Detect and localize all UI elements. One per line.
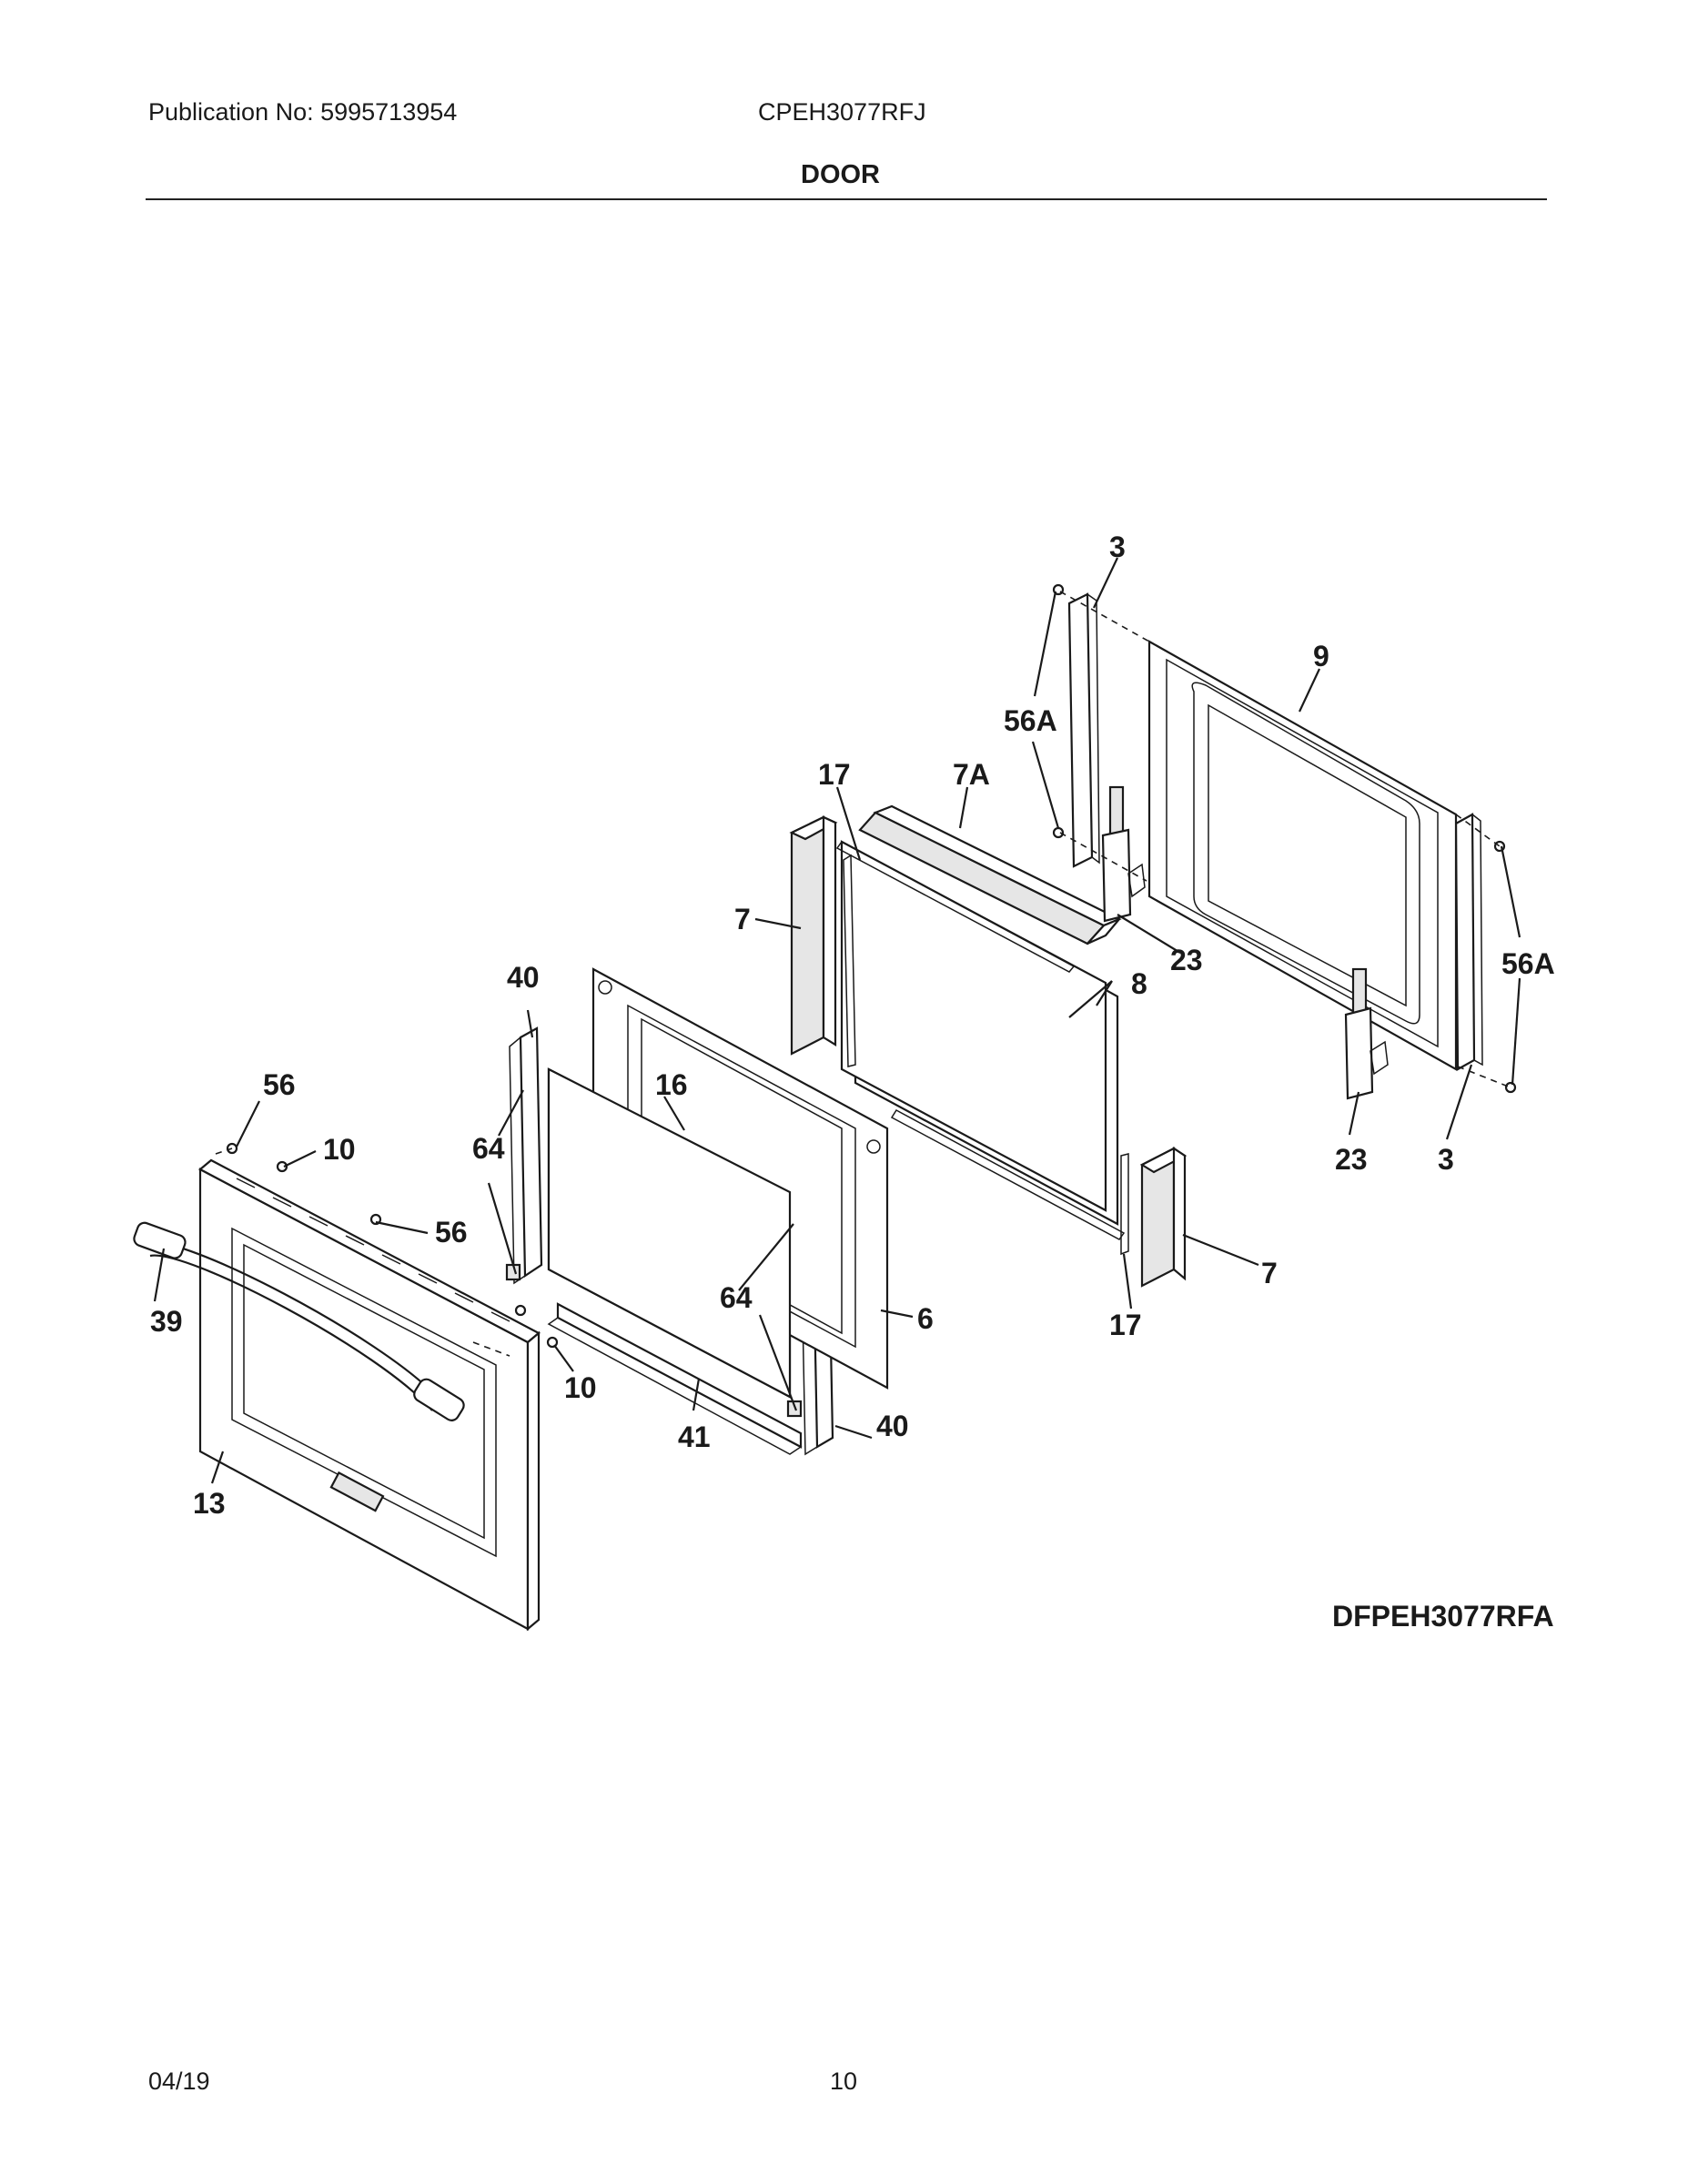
hinge-bottom <box>1344 967 1389 1100</box>
header-rule <box>146 198 1547 200</box>
bottom-channel <box>547 1302 803 1455</box>
callout-17-top: 17 <box>818 758 851 791</box>
callout-13: 13 <box>193 1487 226 1520</box>
callout-40-top: 40 <box>507 961 540 994</box>
callout-17-bottom: 17 <box>1109 1309 1142 1341</box>
insulation-block-right <box>1139 1146 1188 1288</box>
publication-number: Publication No: 5995713954 <box>148 98 458 126</box>
leader-lines <box>153 557 1521 1484</box>
callout-56-mid: 56 <box>435 1216 468 1249</box>
callout-23-bottom: 23 <box>1335 1143 1368 1176</box>
callout-10-bottom: 10 <box>564 1371 597 1404</box>
inner-door-liner <box>1147 640 1458 1071</box>
insulation-bar-7A <box>858 804 1122 945</box>
callout-64-left: 64 <box>472 1132 505 1165</box>
callout-labels: 3 9 56A 17 7A 7 23 8 56A 40 56 10 16 64 … <box>150 531 1555 1520</box>
publication-date: 04/19 <box>148 2068 210 2095</box>
page-number: 10 <box>830 2068 858 2095</box>
outer-door-panel <box>198 1158 541 1632</box>
callout-7-right: 7 <box>1261 1257 1278 1289</box>
callout-40-bottom: 40 <box>876 1410 909 1442</box>
section-title: DOOR <box>801 160 880 189</box>
gasket-17 <box>835 841 1126 1240</box>
door-handle <box>133 1221 465 1421</box>
model-number: CPEH3077RFJ <box>758 98 926 126</box>
callout-39: 39 <box>150 1305 183 1338</box>
callout-56-top: 56 <box>263 1068 296 1101</box>
callout-9: 9 <box>1313 640 1329 672</box>
callout-23-top: 23 <box>1170 944 1203 976</box>
callout-7-left: 7 <box>734 903 751 935</box>
callout-41: 41 <box>678 1421 711 1453</box>
callout-16: 16 <box>655 1068 688 1101</box>
callout-7A: 7A <box>953 758 990 791</box>
hinge-top <box>1101 785 1146 923</box>
callout-10-top: 10 <box>323 1133 356 1166</box>
callout-56A-right: 56A <box>1501 947 1555 980</box>
hinge-plate-bottom <box>1454 813 1483 1071</box>
diagram-code: DFPEH3077RFA <box>1332 1600 1554 1633</box>
callout-6: 6 <box>917 1302 934 1335</box>
callout-56A-left: 56A <box>1004 704 1057 737</box>
alignment-lines <box>215 591 1511 1357</box>
callout-8: 8 <box>1131 967 1147 1000</box>
side-bracket-left <box>505 1026 543 1285</box>
callout-64-mid: 64 <box>720 1281 753 1314</box>
callout-3-bottom: 3 <box>1438 1143 1454 1176</box>
insulation-block-left <box>789 815 838 1056</box>
hinge-plate-top <box>1067 592 1100 868</box>
callout-3-top: 3 <box>1109 531 1126 563</box>
